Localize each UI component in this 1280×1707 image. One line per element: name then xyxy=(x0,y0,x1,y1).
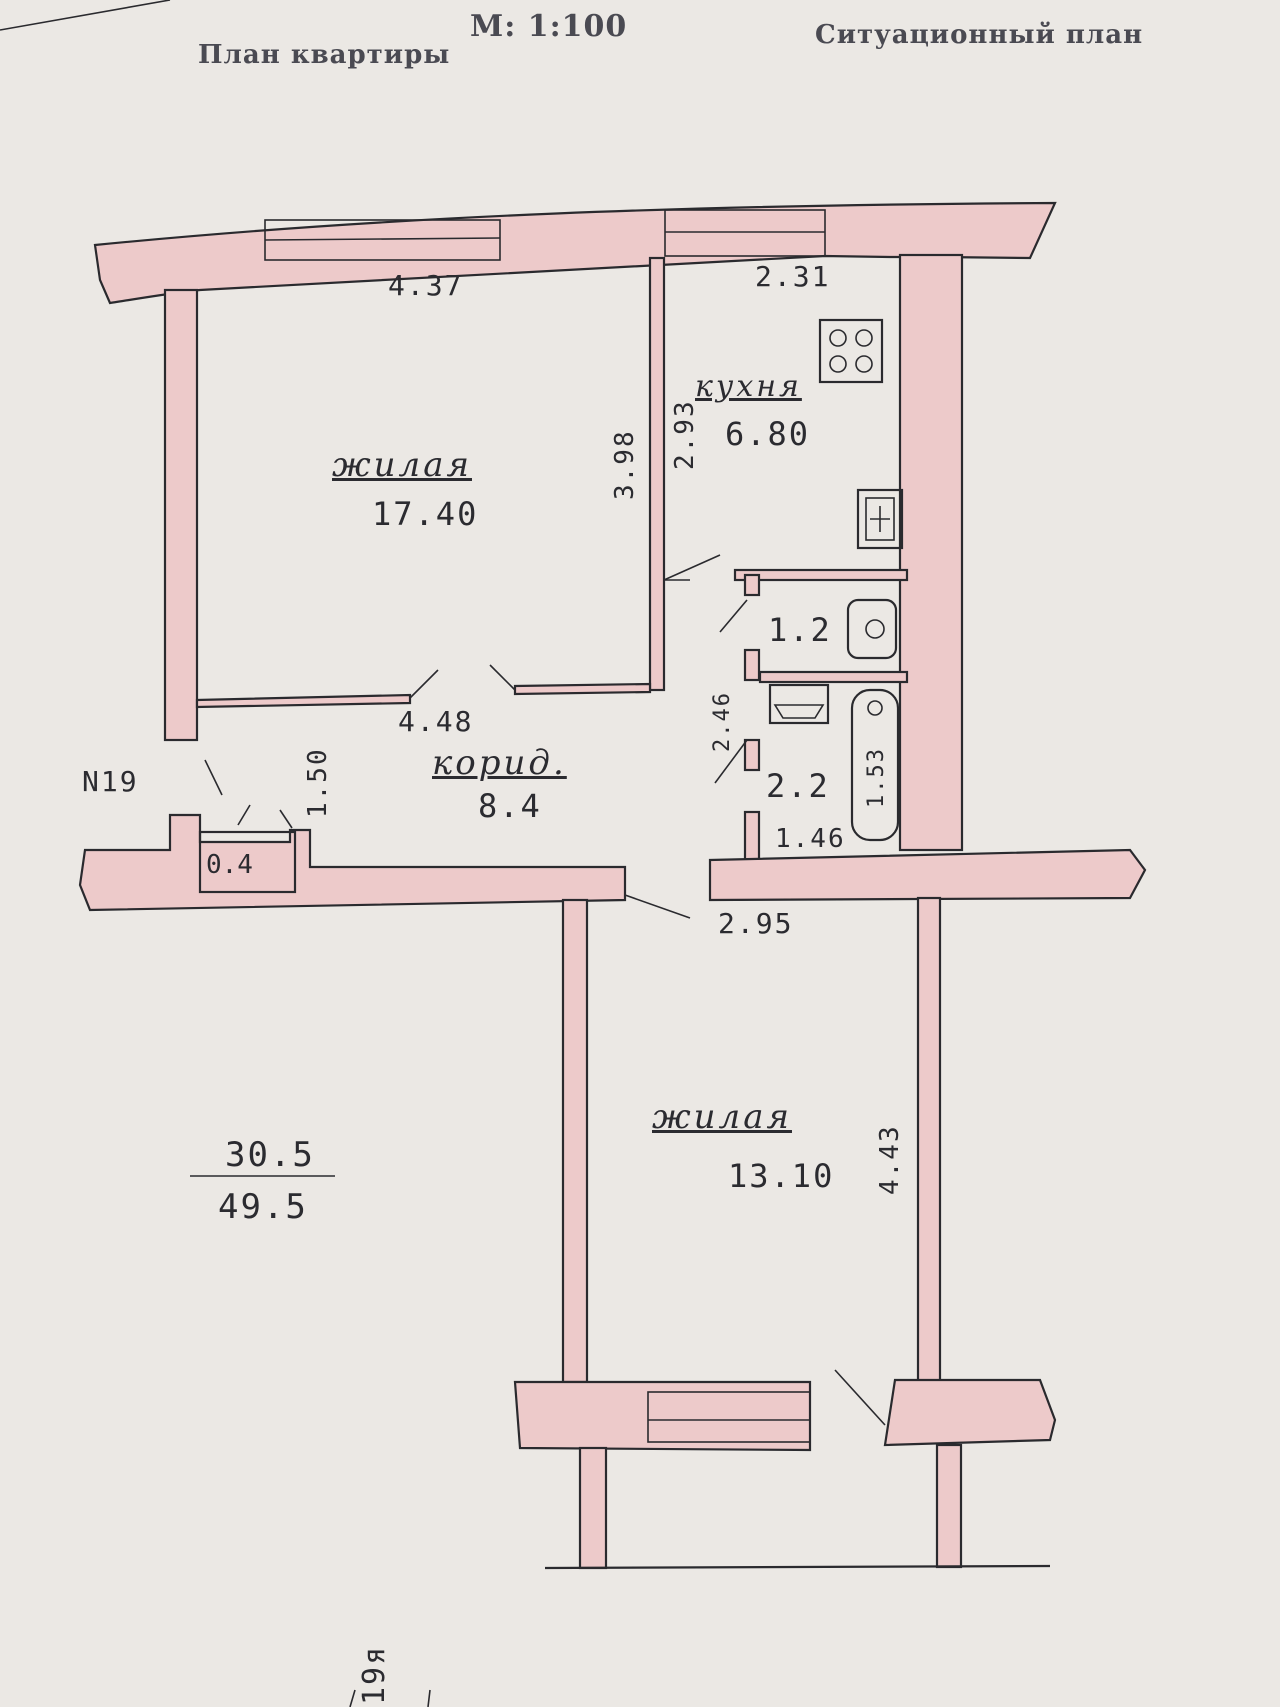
kitchen-label: кухня xyxy=(695,369,802,404)
total-area: 49.5 xyxy=(218,1187,308,1227)
right-outer-wall xyxy=(898,253,964,852)
bathroom-width: 1.46 xyxy=(775,824,846,854)
kitchen-area: 6.80 xyxy=(725,415,811,453)
living-1-bottom-wall-left xyxy=(195,693,412,709)
kitchen-height: 2.93 xyxy=(670,399,700,470)
kitchen-door[interactable] xyxy=(663,554,721,581)
window-kitchen xyxy=(664,209,826,257)
living-2-label: жилая xyxy=(652,1097,792,1137)
bathroom-height: 1.53 xyxy=(864,747,889,808)
corridor-area: 8.4 xyxy=(478,787,542,825)
stamp-text: 19я xyxy=(357,1644,392,1705)
balcony-edge xyxy=(544,1564,1051,1570)
entrance-door[interactable] xyxy=(624,894,691,919)
situation-plan-title: Ситуационный план xyxy=(815,20,1144,50)
bathroom-door[interactable] xyxy=(714,739,748,784)
paper-fold-line xyxy=(0,0,171,31)
left-outer-wall xyxy=(163,288,199,742)
wc-door[interactable] xyxy=(719,599,748,633)
bathtub-icon xyxy=(850,688,900,842)
living-1-bottom-width: 4.48 xyxy=(398,705,474,738)
closet-door[interactable] xyxy=(237,804,251,826)
bathroom-side: 2.46 xyxy=(710,691,735,752)
balcony-right-wall xyxy=(935,1443,963,1569)
closet xyxy=(198,830,297,894)
closet-area: 0.4 xyxy=(206,850,253,880)
bathroom-area: 2.2 xyxy=(766,767,830,805)
bottom-wall-left xyxy=(513,1380,812,1452)
stove-icon xyxy=(818,318,884,384)
living-1-label: жилая xyxy=(332,445,472,485)
living-1-width: 4.37 xyxy=(388,269,464,302)
plan-title: План квартиры xyxy=(198,40,451,70)
entrance-wall-left xyxy=(78,813,627,912)
entrance-door-width: 2.95 xyxy=(718,907,794,940)
wc-area: 1.2 xyxy=(768,611,832,649)
toilet-icon xyxy=(846,598,898,660)
living-2-left-wall xyxy=(561,898,589,1384)
living-area-total: 30.5 xyxy=(225,1135,315,1175)
balcony-left-wall xyxy=(578,1446,608,1570)
corridor-label: корид. xyxy=(432,743,567,783)
bottom-wall-right xyxy=(883,1378,1057,1447)
living-2-area: 13.10 xyxy=(728,1157,835,1195)
living-1-height: 3.98 xyxy=(610,429,640,500)
sink-icon xyxy=(856,488,904,550)
wc-bath-partition xyxy=(758,670,909,684)
living-2-right-wall xyxy=(916,896,942,1384)
corridor-height: 1.50 xyxy=(303,747,333,818)
washbasin-icon xyxy=(768,683,830,725)
plan-scale: М: 1:100 xyxy=(470,9,628,44)
living-1-area: 17.40 xyxy=(372,495,479,533)
kitchen-width: 2.31 xyxy=(755,260,831,293)
kitchen-bottom-wall xyxy=(733,568,909,582)
stamp-fragment xyxy=(349,1689,431,1707)
living-1-door[interactable] xyxy=(409,669,439,699)
apartment-number: N19 xyxy=(82,765,139,798)
living-1-bottom-wall-right xyxy=(513,682,652,696)
top-outer-wall xyxy=(93,201,1057,305)
living-2-height: 4.43 xyxy=(875,1124,905,1195)
entrance-wall-right xyxy=(708,848,1147,902)
partition-living-kitchen xyxy=(648,256,666,692)
balcony-door[interactable] xyxy=(834,1369,886,1426)
window-living-2 xyxy=(647,1391,811,1443)
